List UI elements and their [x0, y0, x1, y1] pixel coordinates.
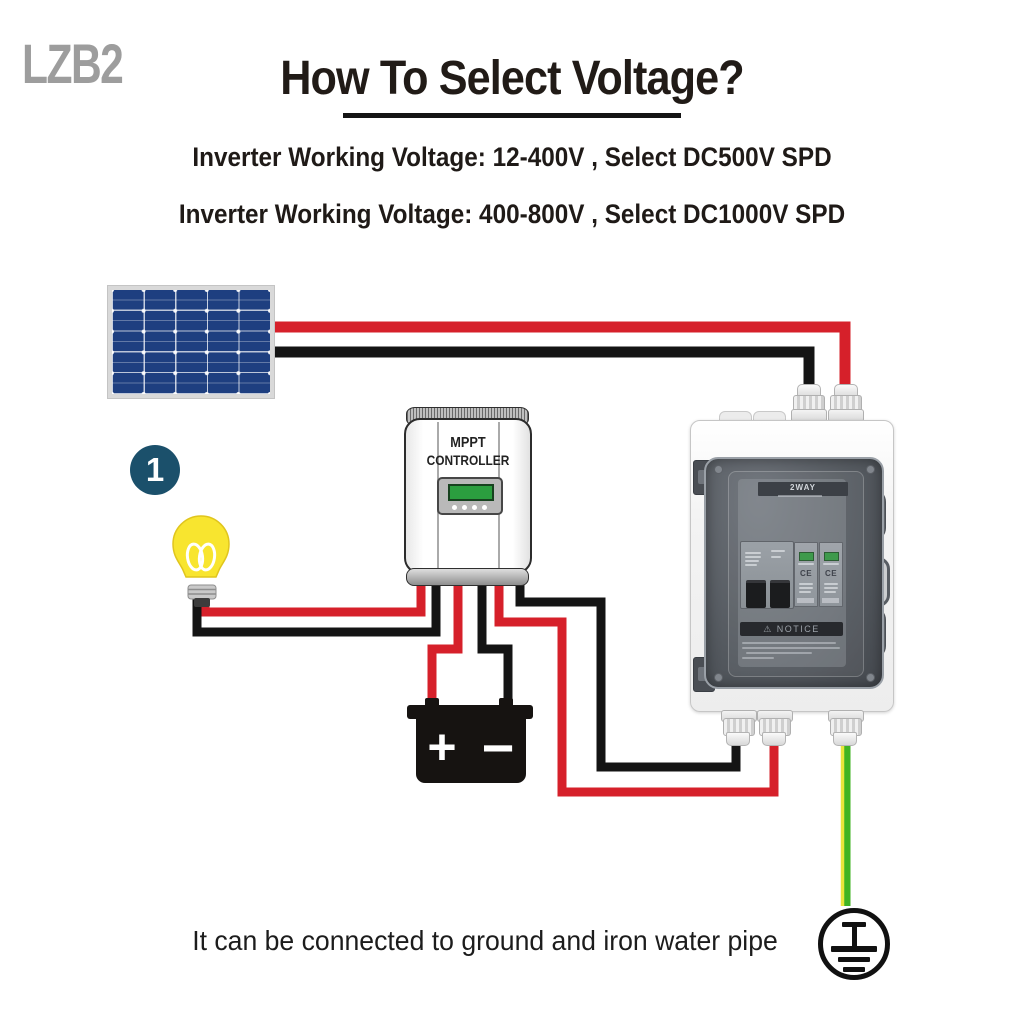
micro-text-line: [745, 564, 757, 566]
micro-text-line: [746, 652, 812, 654]
ground-symbol-icon: [818, 908, 890, 980]
micro-text-line: [823, 563, 839, 565]
ground-mark-mid-bar: [838, 957, 870, 962]
mppt-controller: MPPT CONTROLLER: [404, 407, 532, 586]
micro-text-line: [824, 591, 836, 593]
spd-status-window: [824, 552, 839, 561]
mppt-label-line1: MPPT: [450, 434, 486, 451]
title-underline: [343, 113, 681, 118]
notice-label: NOTICE: [776, 624, 820, 634]
battery-minus-symbol: −: [481, 715, 515, 779]
cover-screw: [866, 673, 875, 682]
brand-watermark: LZB2: [22, 32, 124, 95]
mppt-label-line2: CONTROLLER: [426, 451, 510, 468]
battery-red-wire: [427, 576, 463, 704]
spd-red-wire: [494, 576, 779, 797]
micro-text-line: [798, 563, 814, 565]
spd-module: CE: [794, 542, 818, 607]
cover-screw: [714, 673, 723, 682]
warning-icon: ⚠: [763, 624, 773, 634]
module-label-strip: [822, 598, 839, 603]
battery-plus-symbol: +: [427, 719, 457, 775]
breaker-toggle: [746, 580, 766, 608]
spd-transparent-cover: 2WAY CE CE: [704, 457, 884, 689]
module-label-strip: [797, 598, 814, 603]
spd-panel-label: 2WAY: [758, 482, 848, 496]
bulb-red-wire: [200, 576, 426, 617]
step-badge: 1: [130, 445, 180, 495]
mppt-label: MPPT CONTROLLER: [414, 434, 523, 468]
mppt-lcd-screen: [448, 484, 494, 501]
mppt-button: [452, 505, 457, 510]
ce-mark: CE: [799, 569, 813, 578]
ground-mark-long-bar: [831, 946, 877, 952]
micro-text-line: [824, 587, 838, 589]
bulb-filament-loop: [185, 542, 205, 572]
cable-gland-bottom-middle: [762, 732, 786, 746]
spd-black-wire: [515, 576, 741, 772]
micro-text-line: [771, 550, 785, 552]
notice-bar: ⚠ NOTICE: [740, 622, 843, 636]
mppt-button: [482, 505, 487, 510]
ground-mark-stem: [851, 922, 857, 948]
mppt-button: [462, 505, 467, 510]
cover-screw: [714, 465, 723, 474]
battery-icon: [416, 718, 526, 783]
spd-status-window: [799, 552, 814, 561]
mppt-display-panel: [437, 477, 503, 515]
micro-text-line: [799, 583, 813, 585]
micro-text-line: [824, 583, 838, 585]
battery-black-wire: [477, 576, 513, 704]
instruction-line-2: Inverter Working Voltage: 400-800V , Sel…: [178, 199, 846, 229]
spd-module: CE: [819, 542, 843, 607]
bulb-filament-loop: [197, 542, 217, 572]
light-bulb-icon: [172, 515, 230, 607]
micro-text-line: [799, 587, 813, 589]
cable-gland-bottom-left: [726, 732, 750, 746]
micro-text-line: [745, 560, 759, 562]
micro-text-line: [745, 552, 761, 554]
micro-text-line: [771, 556, 781, 558]
micro-text-line: [742, 647, 840, 649]
bulb-stem: [194, 598, 210, 607]
cover-screw: [866, 465, 875, 474]
latch-clip: [698, 667, 708, 681]
page-title: How To Select Voltage?: [280, 52, 744, 105]
mppt-bottom-cap: [406, 568, 529, 586]
instruction-line-1: Inverter Working Voltage: 12-400V , Sele…: [192, 142, 832, 172]
battery-terminal-negative: [499, 698, 513, 707]
ground-mark-short-bar: [843, 967, 865, 972]
ce-mark: CE: [824, 569, 838, 578]
cable-gland-bottom-right: [833, 732, 857, 746]
micro-text-line: [799, 591, 811, 593]
panel-positive-wire: [274, 321, 851, 396]
mppt-button: [472, 505, 477, 510]
battery-top-bar: [407, 705, 533, 719]
footer-caption: It can be connected to ground and iron w…: [192, 925, 778, 956]
micro-text-line: [745, 556, 761, 558]
latch-clip: [698, 470, 708, 484]
bulb-black-wire: [192, 576, 441, 637]
micro-text-line: [778, 495, 822, 497]
panel-negative-wire: [274, 346, 815, 396]
solar-panel-icon: [108, 286, 274, 398]
breaker-toggle: [770, 580, 790, 608]
battery-terminal-positive: [425, 698, 439, 707]
micro-text-line: [742, 657, 774, 659]
bulb-base: [187, 584, 217, 600]
micro-text-line: [742, 642, 836, 644]
dc-circuit-breaker: [740, 541, 794, 609]
